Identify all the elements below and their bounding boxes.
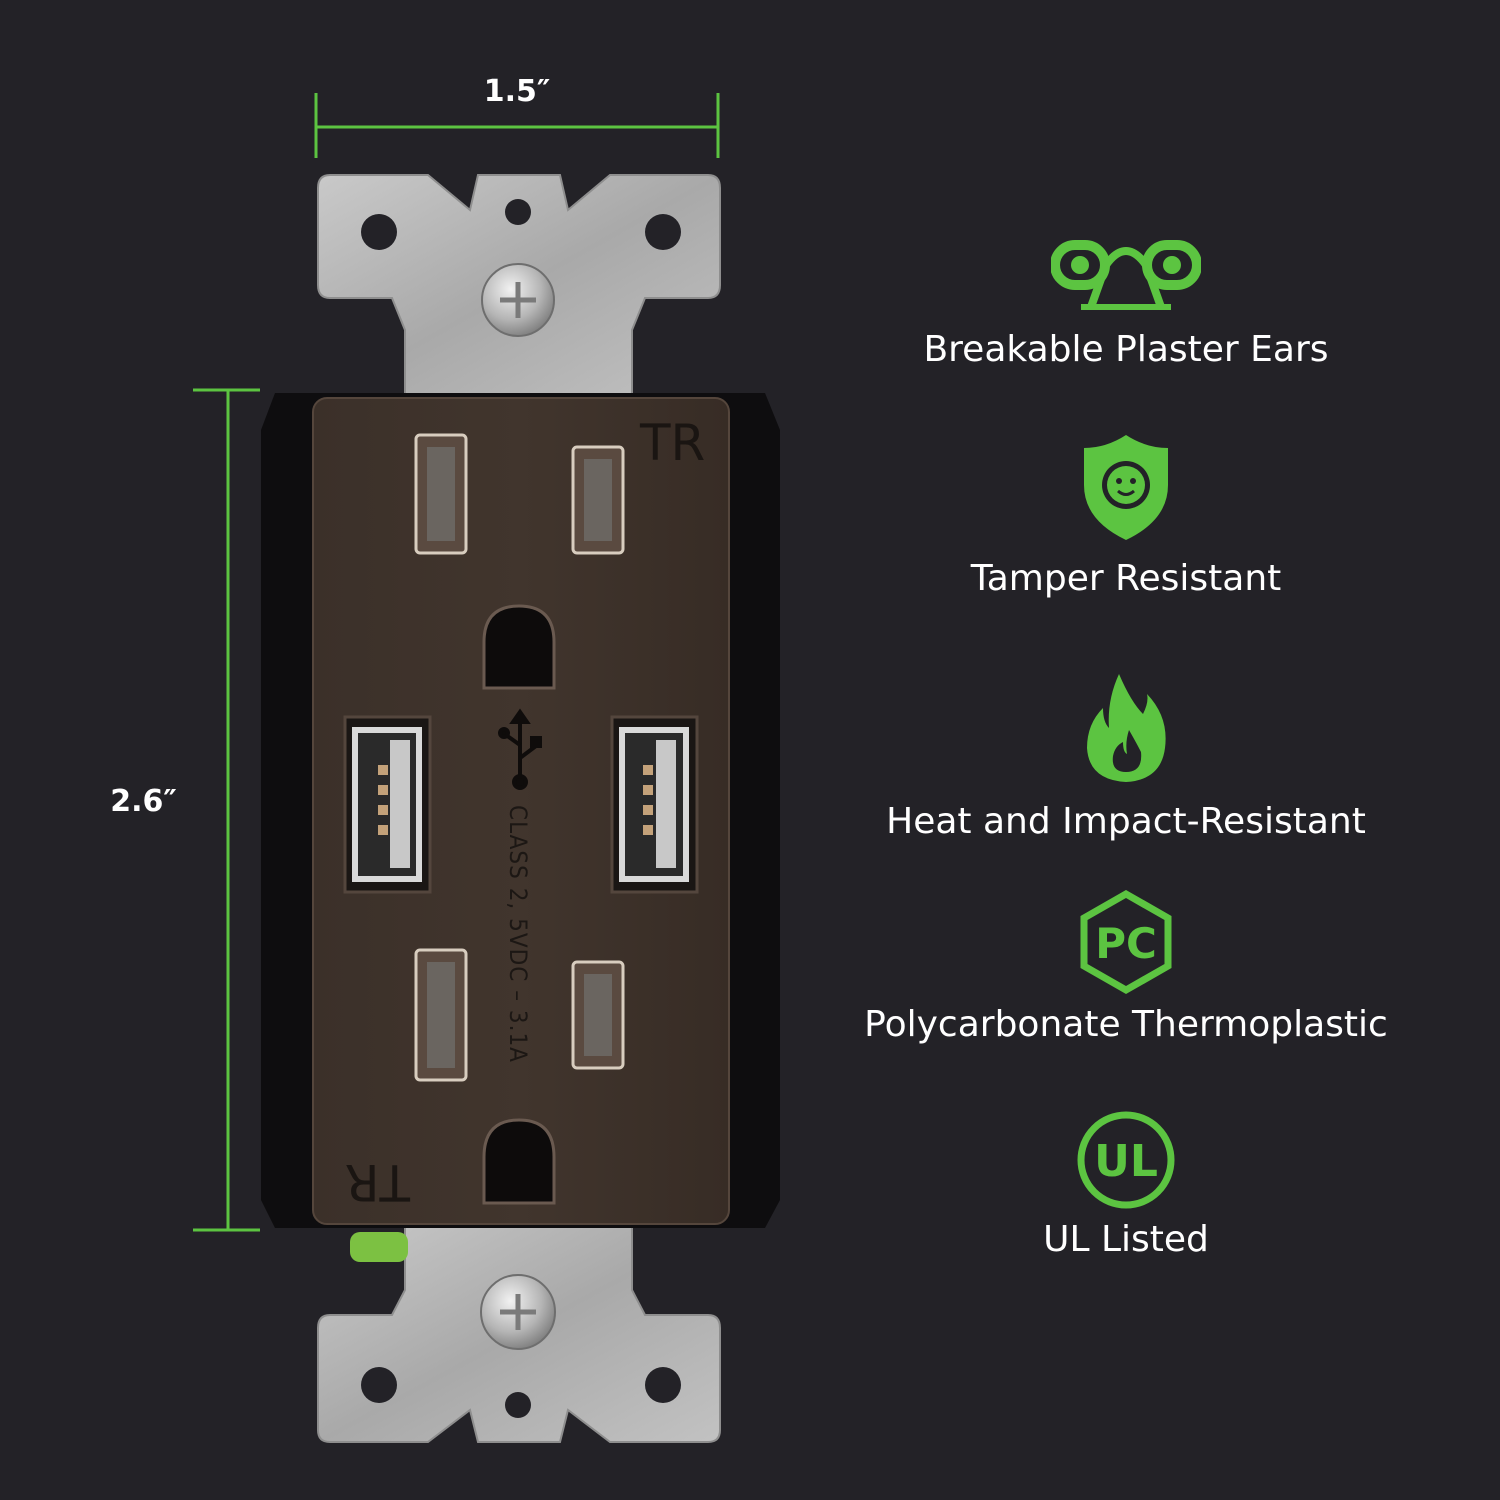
- height-dimension-line: [193, 388, 260, 1232]
- svg-text:PC: PC: [1095, 919, 1157, 968]
- feature-ul-listed: UL UL Listed: [850, 1110, 1402, 1262]
- pc-hexagon-icon: PC: [1080, 890, 1172, 995]
- bottom-receptacle: [414, 948, 625, 1205]
- feature-label: UL Listed: [1043, 1219, 1209, 1260]
- feature-label: Polycarbonate Thermoplastic: [864, 1004, 1388, 1045]
- feature-plaster-ears: Breakable Plaster Ears: [850, 235, 1402, 372]
- bottom-mounting-strap: [317, 1224, 721, 1443]
- tr-mark-top: TR: [639, 414, 705, 472]
- usb-symbol-icon: [498, 708, 542, 790]
- feature-label: Heat and Impact-Resistant: [886, 801, 1366, 842]
- feature-heat-resistant: Heat and Impact-Resistant: [850, 672, 1402, 844]
- height-dimension-label: 2.6″: [110, 784, 177, 819]
- svg-text:UL: UL: [1094, 1136, 1158, 1187]
- usb-port-right: [610, 715, 699, 894]
- feature-label: Tamper Resistant: [970, 558, 1282, 599]
- ground-screw: [350, 1232, 408, 1262]
- ul-logo-icon: UL: [1077, 1111, 1175, 1209]
- usb-rating-text: CLASS 2, 5VDC – 3.1A: [504, 805, 532, 1063]
- width-dimension-label: 1.5″: [483, 74, 551, 109]
- feature-polycarbonate: PC Polycarbonate Thermoplastic: [850, 890, 1402, 1047]
- feature-tamper-resistant: Tamper Resistant: [850, 430, 1402, 601]
- child-shield-icon: [1084, 435, 1168, 540]
- usb-port-left: [343, 715, 432, 894]
- tr-mark-bottom: TR: [345, 1153, 411, 1211]
- width-dimension-line: [314, 93, 720, 158]
- plaster-ears-icon: [1051, 240, 1201, 310]
- flame-icon: [1087, 674, 1166, 782]
- top-mounting-strap: [317, 174, 721, 401]
- top-receptacle: [414, 433, 625, 690]
- feature-label: Breakable Plaster Ears: [923, 329, 1329, 370]
